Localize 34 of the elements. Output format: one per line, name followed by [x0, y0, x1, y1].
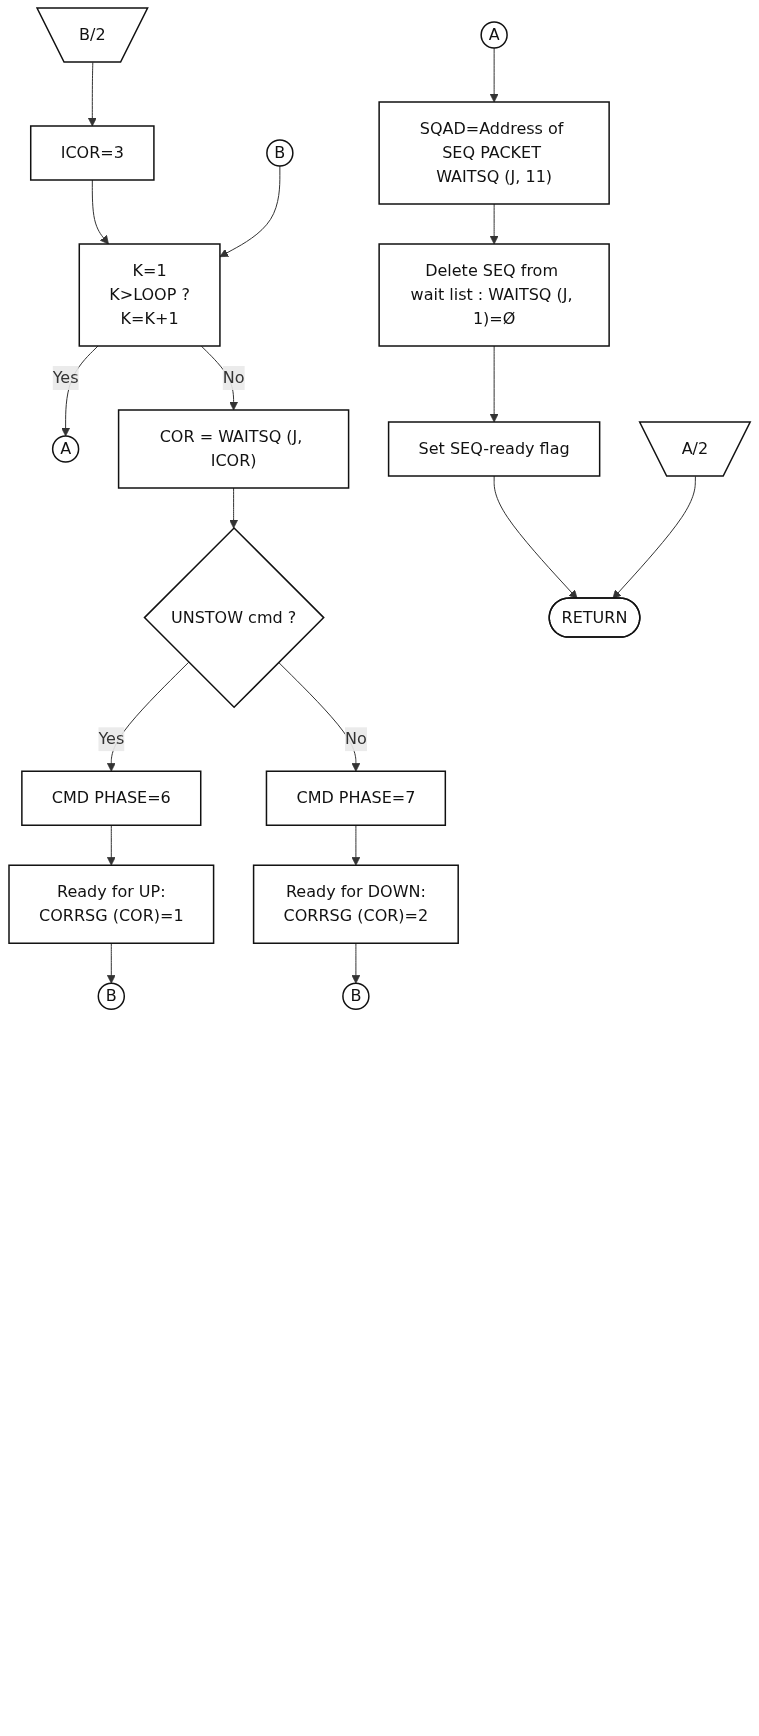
edge-label: No — [344, 729, 367, 749]
node-box: ICOR=3 — [29, 125, 155, 181]
node-circle: B — [97, 982, 125, 1010]
arrow — [219, 165, 281, 258]
arrow — [612, 476, 696, 599]
node-diamond: UNSTOW cmd ? — [143, 526, 325, 709]
node-box: CMD PHASE=6 — [21, 770, 202, 826]
arrow — [493, 475, 578, 599]
arrow — [489, 47, 499, 103]
arrow — [277, 661, 361, 772]
node-box: CMD PHASE=7 — [265, 770, 446, 826]
arrow — [351, 824, 361, 866]
arrow — [489, 203, 499, 245]
arrow — [489, 345, 499, 423]
edge-label: Yes — [98, 729, 125, 749]
arrow — [106, 824, 116, 866]
arrow — [351, 942, 361, 984]
node-box: Ready for DOWN: CORRSG (COR)=2 — [252, 864, 459, 944]
node-circle: B — [266, 139, 294, 167]
node-box: Set SEQ-ready flag — [387, 421, 601, 477]
node-circle: B — [342, 982, 370, 1010]
node-box: SQAD=Address of SEQ PACKET WAITSQ (J, 11) — [378, 101, 610, 205]
arrow — [87, 62, 97, 127]
arrow — [229, 487, 238, 529]
node-box: Ready for UP: CORRSG (COR)=1 — [8, 864, 215, 944]
arrow — [91, 179, 109, 245]
node-circle: A — [51, 435, 80, 463]
node-box: COR = WAITSQ (J, ICOR) — [117, 409, 350, 489]
arrow — [106, 942, 116, 984]
node-box: Delete SEQ from wait list : WAITSQ (J, 1)=Ø — [378, 243, 610, 347]
edge-label: No — [222, 368, 245, 387]
node-circle: A — [480, 21, 508, 49]
node-box: K=1 K>LOOP ? K=K+1 — [78, 243, 221, 347]
edge-label: Yes — [52, 368, 79, 387]
